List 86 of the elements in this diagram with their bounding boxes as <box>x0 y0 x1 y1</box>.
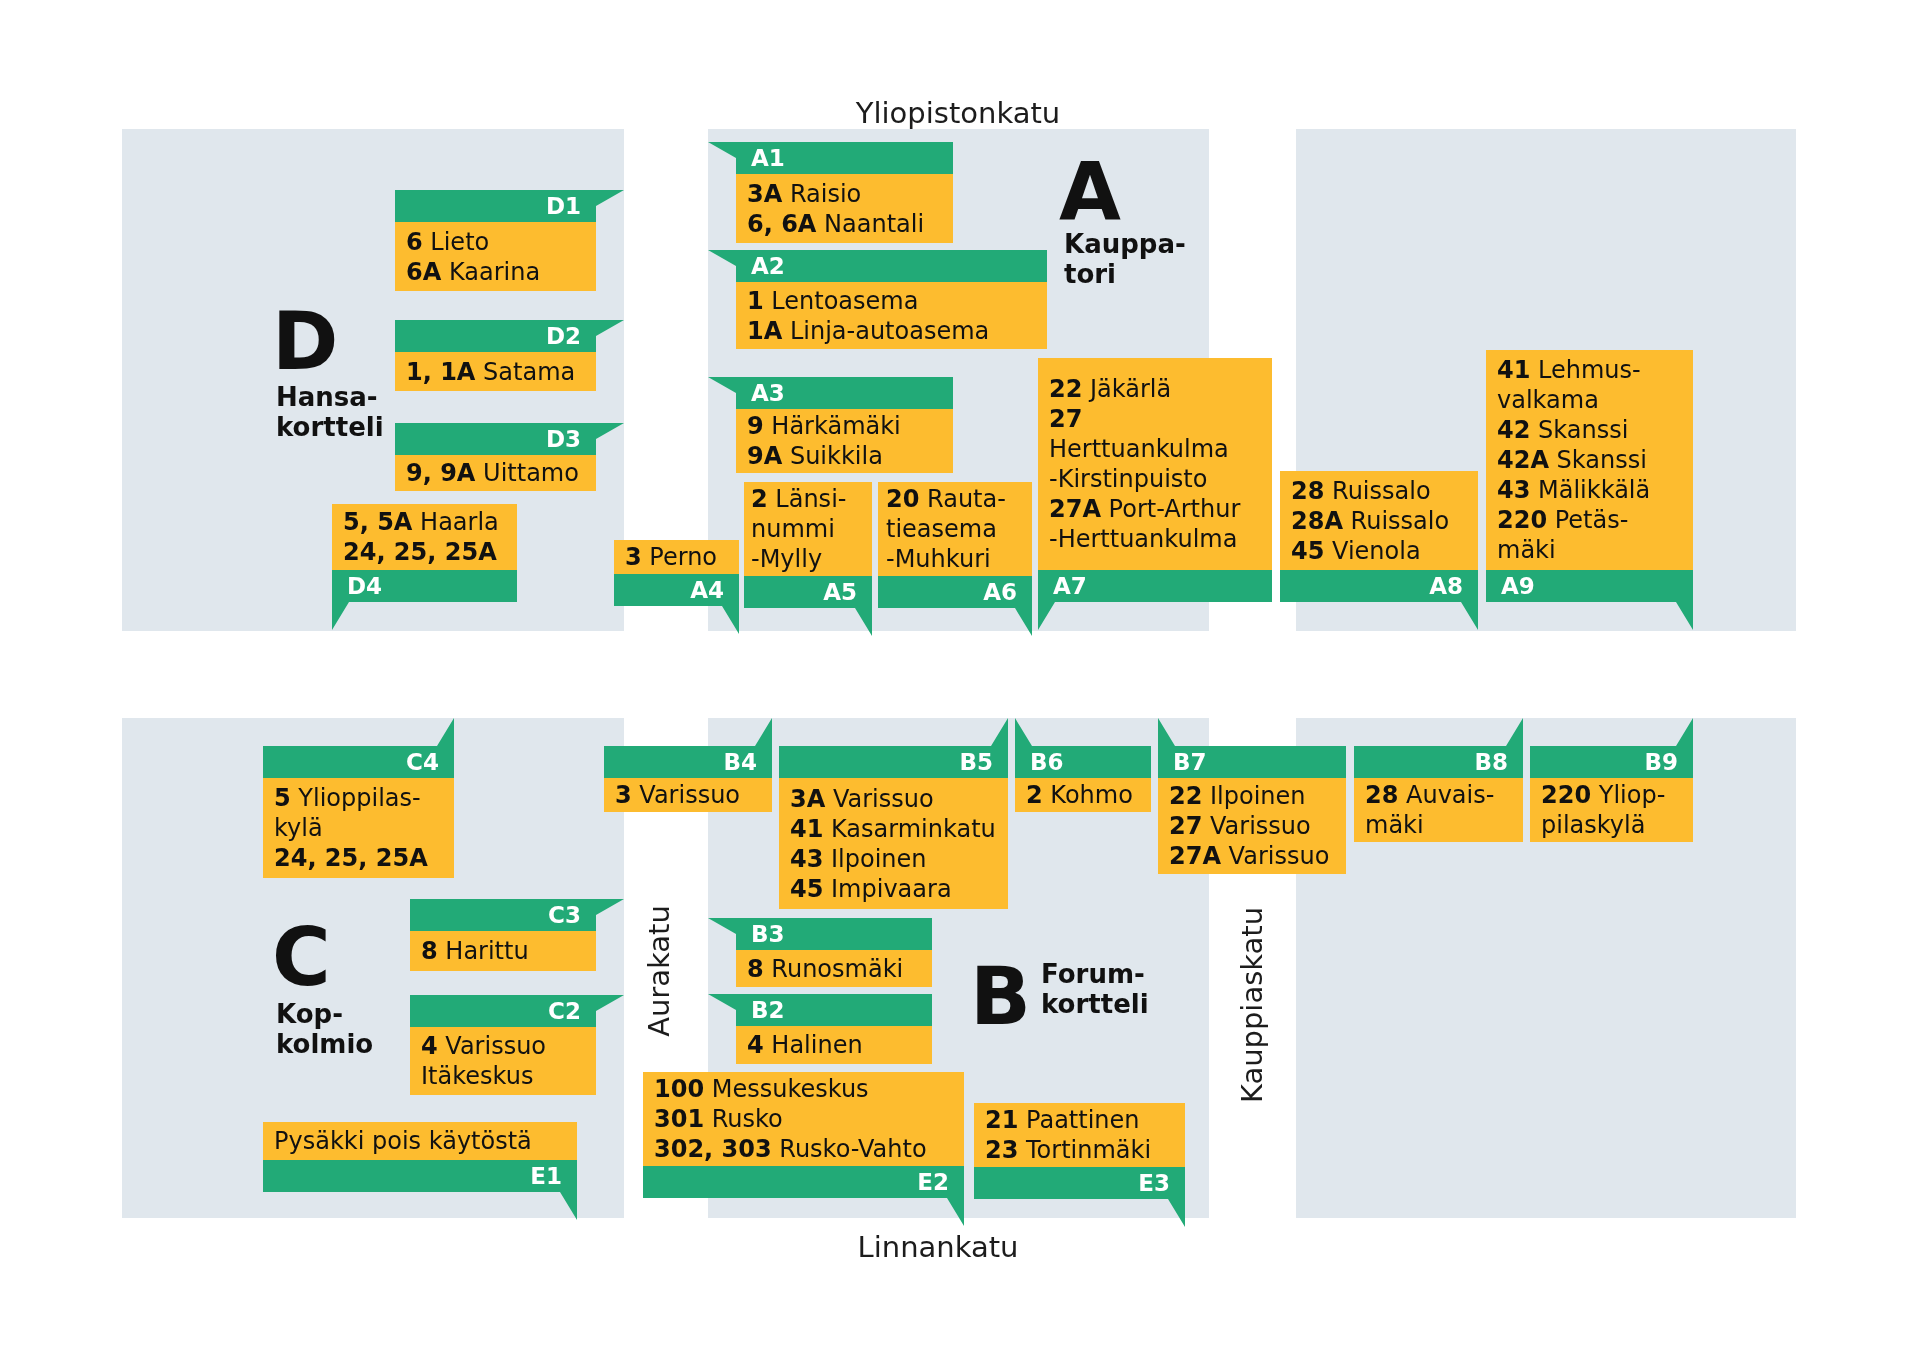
route-text: 8 Harittu <box>421 936 530 966</box>
route-text: 28A Ruissalo <box>1291 505 1451 536</box>
stop-code: E1 <box>530 1162 562 1191</box>
block-letter: D <box>272 302 339 382</box>
route-text: 1A Linja-autoasema <box>747 315 991 346</box>
stop-code: C4 <box>406 748 439 777</box>
route-text: 302, 303 Rusko-Vahto <box>654 1134 928 1164</box>
route-text: 28 Auvais- mäki <box>1365 780 1496 840</box>
route-text: 42A Skanssi <box>1497 445 1648 475</box>
route-text: Pysäkki pois käytöstä <box>274 1126 533 1156</box>
route-text: 301 Rusko <box>654 1104 784 1134</box>
route-text: 24, 25, 25A <box>274 843 429 873</box>
stop-code: D2 <box>545 322 581 351</box>
route-text: 28 Ruissalo <box>1291 475 1432 506</box>
stop-code: C3 <box>548 901 581 930</box>
route-text: 6A Kaarina <box>406 256 542 287</box>
route-text: 5 Ylioppilas- kylä <box>274 783 422 843</box>
route-text: 24, 25, 25A <box>343 537 498 567</box>
route-text: 9 Härkämäki <box>747 411 902 441</box>
route-text: 27 Varissuo <box>1169 811 1312 841</box>
route-text: 3A Varissuo <box>790 783 935 814</box>
stop-code: B9 <box>1644 748 1678 777</box>
stop-code: A2 <box>751 252 785 281</box>
stop-code: B3 <box>751 920 785 949</box>
stop-code: A8 <box>1429 572 1463 601</box>
route-text: 43 Ilpoinen <box>790 843 928 874</box>
stop-code: A6 <box>983 578 1017 607</box>
route-text: 6, 6A Naantali <box>747 208 926 239</box>
block-name: Forum- kortteli <box>1041 959 1150 1019</box>
block-name: Kop- kolmio <box>276 999 375 1059</box>
stop-code: A4 <box>690 576 724 605</box>
stop-code: D1 <box>545 192 581 221</box>
route-text: 8 Runosmäki <box>747 953 905 984</box>
route-text: 2 Länsi- nummi -Mylly <box>751 484 848 574</box>
street-name: Yliopistonkatu <box>855 96 1061 130</box>
stop-code: D4 <box>347 572 383 601</box>
route-text: 27 Herttuankulma -Kirstinpuisto <box>1049 404 1230 494</box>
stop-code: B6 <box>1030 748 1064 777</box>
route-text: 27A Varissuo <box>1169 841 1331 871</box>
stop-code: A3 <box>751 379 785 408</box>
street-name: Aurakatu <box>642 905 676 1037</box>
route-text: 3 Varissuo <box>615 780 742 810</box>
route-text: 22 Jäkärlä <box>1049 374 1173 404</box>
route-text: 21 Paattinen <box>985 1105 1141 1135</box>
route-text: 45 Impivaara <box>790 873 953 904</box>
route-text: 23 Tortinmäki <box>985 1135 1153 1165</box>
route-text: 1, 1A Satama <box>406 356 577 387</box>
route-text: 22 Ilpoinen <box>1169 781 1307 811</box>
stop-code: B7 <box>1173 748 1207 777</box>
block-letter: C <box>272 918 331 998</box>
street-name: Linnankatu <box>857 1230 1019 1264</box>
stop-code: C2 <box>548 997 581 1026</box>
street-name: Kauppiaskatu <box>1235 906 1269 1104</box>
stop-code: B2 <box>751 996 785 1025</box>
stop-code: B8 <box>1474 748 1508 777</box>
route-text: 4 Halinen <box>747 1030 864 1060</box>
route-text: 1 Lentoasema <box>747 285 920 316</box>
route-text: 20 Rauta- tieasema -Muhkuri <box>886 484 1007 574</box>
route-text: 220 Yliop- pilaskylä <box>1541 780 1667 840</box>
stop-code: E3 <box>1138 1169 1170 1198</box>
route-text: 6 Lieto <box>406 226 491 257</box>
route-text: 220 Petäs- mäki <box>1497 505 1630 565</box>
block-letter: B <box>970 957 1031 1037</box>
route-text: 4 Varissuo Itäkeskus <box>421 1031 548 1091</box>
stop-code: E2 <box>917 1168 949 1197</box>
route-text: 45 Vienola <box>1291 535 1422 566</box>
route-text: 43 Mälikkälä <box>1497 475 1652 505</box>
stop-code: B4 <box>723 748 757 777</box>
block-name: Hansa- kortteli <box>276 382 385 442</box>
stop-code: D3 <box>545 425 581 454</box>
route-text: 42 Skanssi <box>1497 415 1630 445</box>
route-text: 41 Lehmus- valkama <box>1497 355 1642 415</box>
route-text: 27A Port-Arthur -Herttuankulma <box>1049 494 1242 554</box>
route-text: 41 Kasarminkatu <box>790 813 997 844</box>
route-text: 3A Raisio <box>747 178 863 209</box>
route-text: 100 Messukeskus <box>654 1074 870 1104</box>
stop-code: A7 <box>1053 572 1087 601</box>
route-text: 3 Perno <box>625 542 719 572</box>
stop-code: A9 <box>1501 572 1535 601</box>
route-text: 2 Kohmo <box>1026 780 1134 810</box>
stop-code: A5 <box>823 578 857 607</box>
route-text: 5, 5A Haarla <box>343 507 500 537</box>
route-text: 9A Suikkila <box>747 441 884 471</box>
stop-code: B5 <box>959 748 993 777</box>
stop-code: A1 <box>751 144 785 173</box>
route-text: 9, 9A Uittamo <box>406 458 580 488</box>
